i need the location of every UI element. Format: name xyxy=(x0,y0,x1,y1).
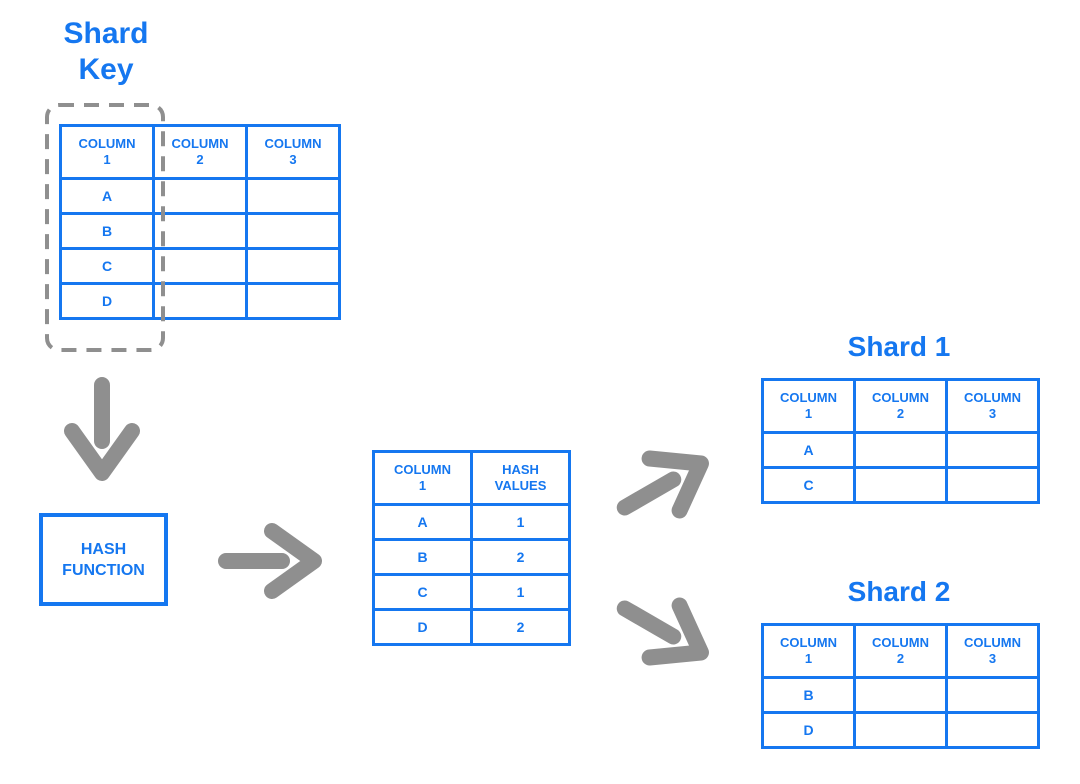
column-header: COLUMN 2 xyxy=(853,623,948,679)
table-cell: 1 xyxy=(470,503,571,541)
table-row: C xyxy=(59,247,341,285)
table-cell xyxy=(853,431,948,469)
column-header: COLUMN 3 xyxy=(945,623,1040,679)
table-cell xyxy=(152,177,248,215)
column-header: COLUMN 1 xyxy=(59,124,155,180)
column-header: COLUMN 1 xyxy=(372,450,473,506)
arrow-head xyxy=(264,523,322,599)
table-row: B xyxy=(761,676,1040,714)
table-cell xyxy=(245,282,341,320)
table-cell: 2 xyxy=(470,608,571,646)
table-row: A xyxy=(59,177,341,215)
column-header: HASH VALUES xyxy=(470,450,571,506)
table-cell xyxy=(945,431,1040,469)
table-cell xyxy=(152,282,248,320)
table-cell: D xyxy=(372,608,473,646)
table-cell xyxy=(853,711,948,749)
hash-function-box: HASH FUNCTION xyxy=(39,513,168,606)
shard-key-title: Shard Key xyxy=(63,17,149,86)
table-row: D 2 xyxy=(372,608,571,646)
arrow-head xyxy=(64,423,140,481)
column-header: COLUMN 2 xyxy=(853,378,948,434)
table-cell xyxy=(945,466,1040,504)
table-cell: 2 xyxy=(470,538,571,576)
table-cell: A xyxy=(372,503,473,541)
table-cell: D xyxy=(59,282,155,320)
table-cell xyxy=(945,711,1040,749)
table-header-row: COLUMN 1 HASH VALUES xyxy=(372,450,571,506)
table-cell xyxy=(152,247,248,285)
table-cell xyxy=(152,212,248,250)
table-row: B 2 xyxy=(372,538,571,576)
table-cell: B xyxy=(59,212,155,250)
arrow-head xyxy=(641,597,709,666)
table-cell xyxy=(853,466,948,504)
table-cell xyxy=(945,676,1040,714)
shard2-table: COLUMN 1 COLUMN 2 COLUMN 3 B D xyxy=(761,623,1040,749)
table-cell: B xyxy=(372,538,473,576)
table-cell: D xyxy=(761,711,856,749)
table-row: B xyxy=(59,212,341,250)
shard1-table: COLUMN 1 COLUMN 2 COLUMN 3 A C xyxy=(761,378,1040,504)
table-cell: 1 xyxy=(470,573,571,611)
table-row: A xyxy=(761,431,1040,469)
table-cell: A xyxy=(761,431,856,469)
table-row: D xyxy=(761,711,1040,749)
arrow-down-icon xyxy=(64,377,140,481)
column-header: COLUMN 3 xyxy=(945,378,1040,434)
arrow-head xyxy=(641,450,709,519)
shard2-title: Shard 2 xyxy=(847,576,951,607)
table-cell xyxy=(245,247,341,285)
arrow-down-right-icon xyxy=(616,597,709,666)
source-table: COLUMN 1 COLUMN 2 COLUMN 3 A B C D xyxy=(59,124,341,320)
table-cell xyxy=(245,212,341,250)
table-row: C 1 xyxy=(372,573,571,611)
table-cell: C xyxy=(761,466,856,504)
column-header: COLUMN 1 xyxy=(761,623,856,679)
table-cell xyxy=(245,177,341,215)
column-header: COLUMN 2 xyxy=(152,124,248,180)
table-cell xyxy=(853,676,948,714)
table-cell: C xyxy=(372,573,473,611)
arrow-stem xyxy=(616,600,682,645)
table-header-row: COLUMN 1 COLUMN 2 COLUMN 3 xyxy=(761,623,1040,679)
table-cell: B xyxy=(761,676,856,714)
table-header-row: COLUMN 1 COLUMN 2 COLUMN 3 xyxy=(761,378,1040,434)
table-row: A 1 xyxy=(372,503,571,541)
table-header-row: COLUMN 1 COLUMN 2 COLUMN 3 xyxy=(59,124,341,180)
table-cell: C xyxy=(59,247,155,285)
table-row: D xyxy=(59,282,341,320)
arrow-right-icon xyxy=(218,523,322,599)
column-header: COLUMN 1 xyxy=(761,378,856,434)
table-cell: A xyxy=(59,177,155,215)
arrow-stem xyxy=(616,471,682,516)
hash-values-table: COLUMN 1 HASH VALUES A 1 B 2 C 1 D 2 xyxy=(372,450,571,646)
arrow-up-right-icon xyxy=(616,450,709,519)
column-header: COLUMN 3 xyxy=(245,124,341,180)
shard1-title: Shard 1 xyxy=(847,331,951,362)
table-row: C xyxy=(761,466,1040,504)
